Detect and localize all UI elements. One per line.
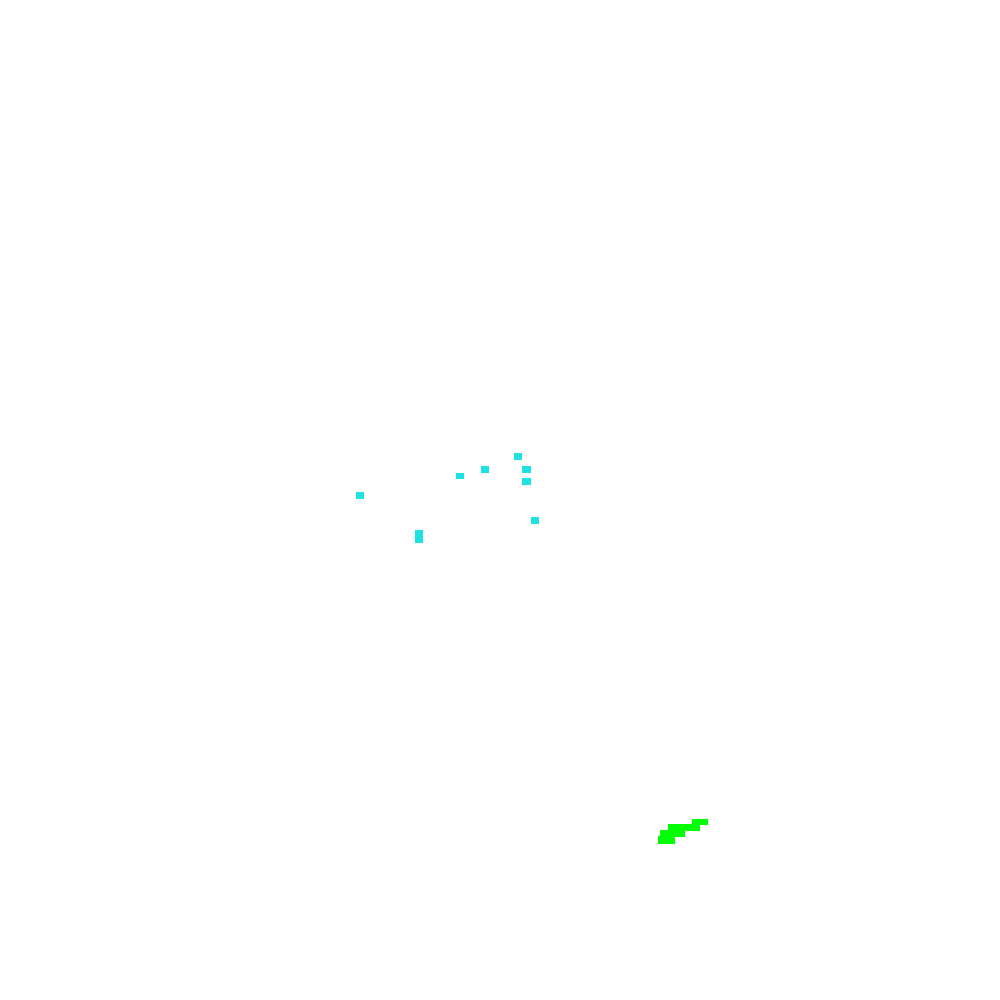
green-blob-segment <box>660 830 685 837</box>
cyan-marker <box>356 492 364 499</box>
cyan-marker <box>514 453 522 460</box>
cyan-marker <box>522 478 531 485</box>
cyan-marker <box>456 473 464 479</box>
green-blob-group <box>658 819 708 844</box>
cyan-marker-group <box>356 453 539 543</box>
green-blob-segment <box>658 836 675 844</box>
green-blob-segment <box>692 819 708 825</box>
cyan-marker <box>415 530 423 537</box>
cyan-marker <box>481 466 489 473</box>
cyan-marker <box>415 536 423 543</box>
cyan-marker <box>531 517 539 524</box>
cyan-marker <box>522 466 531 473</box>
green-blob-segment <box>668 824 700 831</box>
